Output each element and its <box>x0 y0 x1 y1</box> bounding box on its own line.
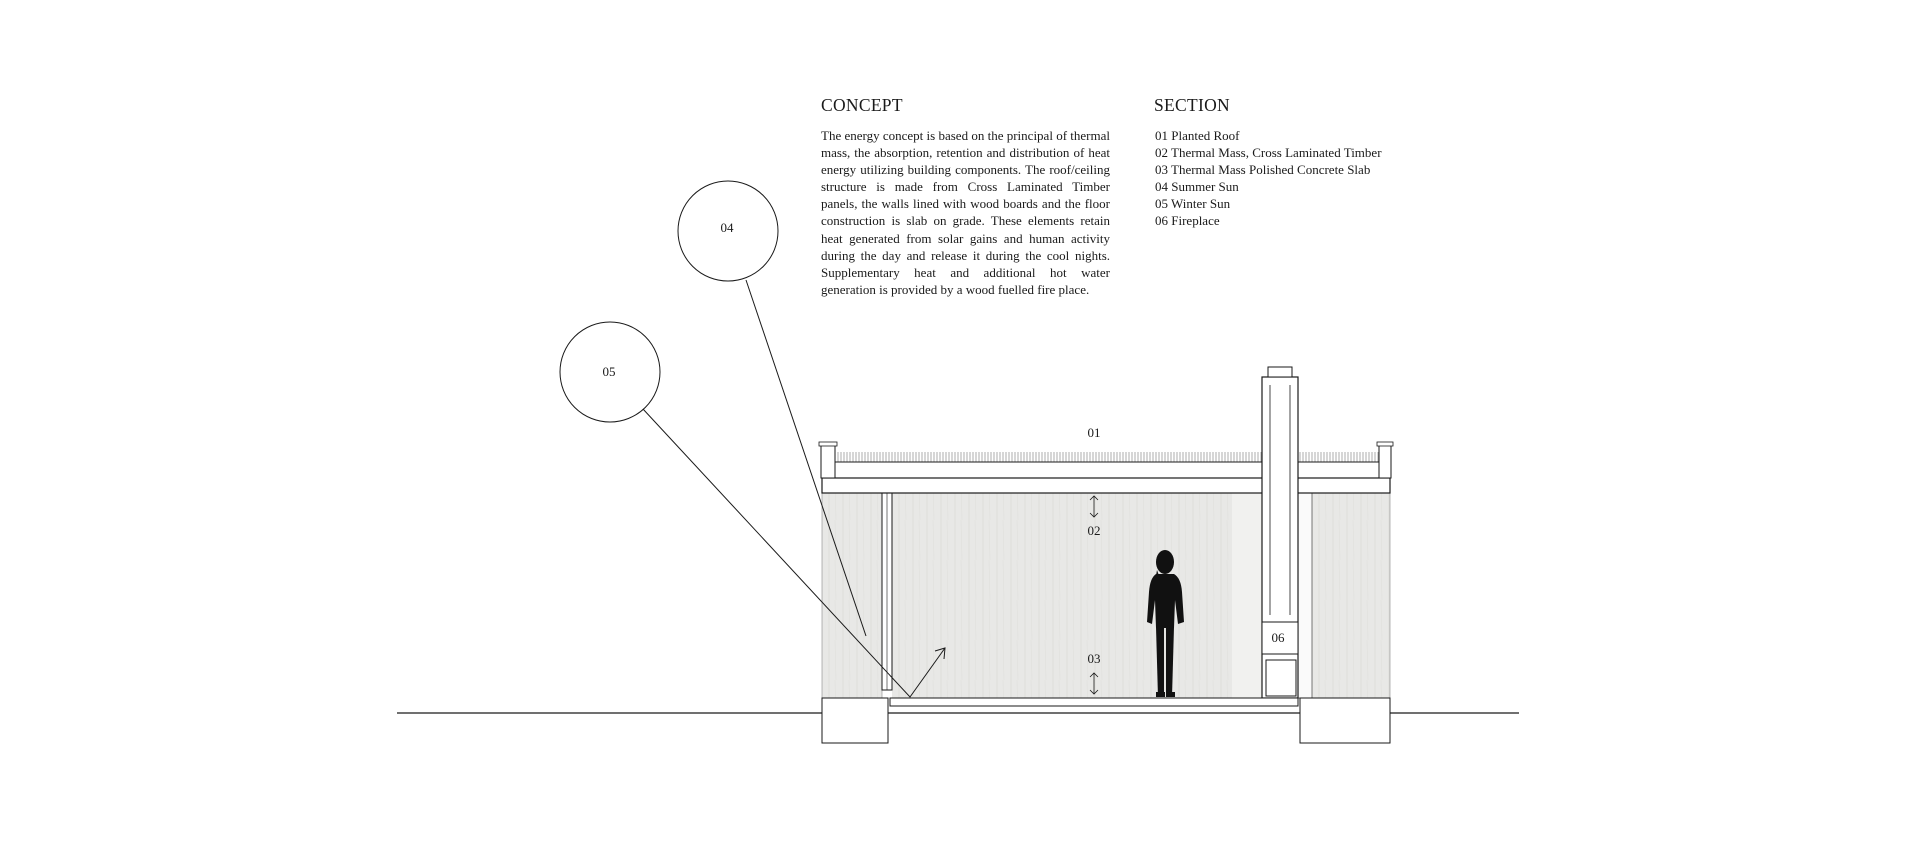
person-silhouette <box>1147 550 1184 697</box>
concept-heading: CONCEPT <box>821 95 903 115</box>
right-wall <box>1297 492 1391 699</box>
window-frame-right <box>1297 492 1313 699</box>
legend-item-clt: 02 Thermal Mass, Cross Laminated Timber <box>1155 145 1382 161</box>
label-winter-sun: 05 <box>603 364 616 379</box>
interior-recess <box>1232 493 1262 698</box>
legend-item-summer-sun: 04 Summer Sun <box>1155 179 1239 195</box>
winter-sun-circle <box>559 321 661 423</box>
label-roof: 01 <box>1088 425 1101 440</box>
section-heading: SECTION <box>1154 95 1230 115</box>
parapet-left-cap <box>818 441 838 447</box>
left-foundation <box>821 697 889 744</box>
label-clt: 02 <box>1088 523 1101 538</box>
parapet-right <box>1378 444 1392 479</box>
clt-dimension-arrow <box>1089 495 1099 518</box>
parapet-left <box>820 444 836 479</box>
roof-planting <box>834 452 1390 462</box>
summer-sun-ray <box>745 279 867 637</box>
label-slab: 03 <box>1088 651 1101 666</box>
roof-slab <box>821 477 1391 494</box>
legend-item-concrete-slab: 03 Thermal Mass Polished Concrete Slab <box>1155 162 1371 178</box>
roof-soil <box>833 461 1391 479</box>
right-foundation <box>1299 697 1391 744</box>
reflection-arrowhead <box>934 647 946 660</box>
summer-sun-circle <box>677 180 779 282</box>
slab-dimension-arrow <box>1089 672 1099 695</box>
fireplace-base <box>1265 659 1297 697</box>
chimney-cap <box>1267 366 1293 378</box>
legend-item-planted-roof: 01 Planted Roof <box>1155 128 1240 143</box>
section-legend: 01 Planted Roof 02 Thermal Mass, Cross L… <box>1155 127 1382 230</box>
concept-body: The energy concept is based on the princ… <box>821 128 1110 297</box>
legend-item-fireplace: 06 Fireplace <box>1155 213 1220 229</box>
fireplace-box <box>1261 621 1299 655</box>
winter-sun-ray <box>642 408 946 698</box>
legend-item-winter-sun: 05 Winter Sun <box>1155 196 1231 212</box>
label-fireplace: 06 <box>1272 630 1286 645</box>
floor-slab <box>889 697 1299 707</box>
label-summer-sun: 04 <box>721 220 735 235</box>
parapet-right-cap <box>1376 441 1394 447</box>
